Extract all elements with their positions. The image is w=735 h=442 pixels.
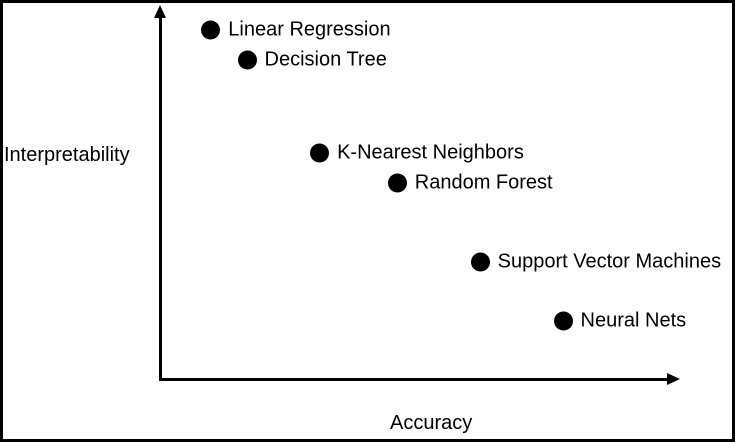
x-axis-label: Accuracy	[390, 412, 473, 434]
data-point: Decision Tree	[237, 48, 387, 72]
scatter-dot	[387, 173, 407, 193]
data-point: Neural Nets	[553, 309, 687, 333]
y-axis-line	[159, 15, 162, 381]
data-point: Support Vector Machines	[470, 250, 722, 273]
scatter-dot	[237, 50, 257, 70]
scatter-dot	[310, 143, 330, 163]
scatter-dot	[553, 311, 573, 331]
scatter-point-label: Support Vector Machines	[497, 250, 722, 273]
scatter-point-label: Decision Tree	[264, 48, 387, 71]
y-axis-label: Interpretability	[4, 144, 130, 166]
y-axis-arrowhead-icon	[154, 5, 166, 18]
data-point: Random Forest	[387, 171, 553, 195]
x-axis-arrowhead-icon	[667, 373, 680, 385]
scatter-point-label: K-Nearest Neighbors	[337, 141, 524, 164]
scatter-dot	[201, 20, 221, 40]
scatter-dot	[470, 252, 490, 272]
scatter-point-label: Linear Regression	[228, 18, 391, 41]
scatter-point-label: Neural Nets	[580, 309, 687, 332]
scatter-point-label: Random Forest	[414, 171, 553, 194]
data-point: K-Nearest Neighbors	[310, 142, 524, 165]
x-axis-line	[159, 378, 669, 381]
data-point: Linear Regression	[201, 18, 391, 42]
